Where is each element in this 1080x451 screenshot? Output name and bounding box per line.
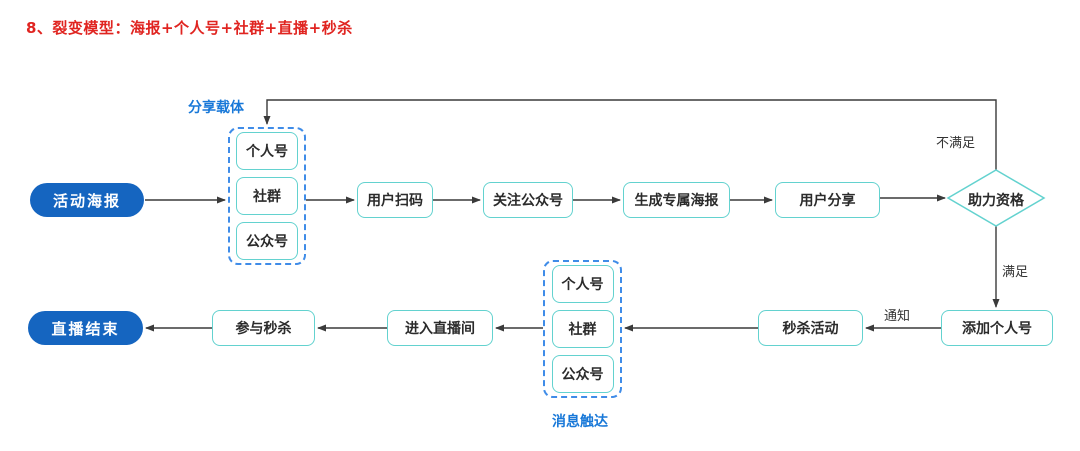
node-flash-sale: 秒杀活动 — [758, 310, 863, 346]
branch-label-not-satisfied: 不满足 — [936, 136, 976, 151]
node-start-activity-poster: 活动海报 — [30, 183, 144, 217]
carrier-group-bottom-label: 消息触达 — [552, 414, 608, 430]
carrier-item-personal: 个人号 — [236, 132, 298, 170]
node-add-personal: 添加个人号 — [941, 310, 1053, 346]
carrier-group-bottom: 个人号 社群 公众号 — [543, 260, 622, 398]
node-enter-live: 进入直播间 — [387, 310, 493, 346]
carrier-group-top-label: 分享载体 — [188, 100, 244, 116]
branch-label-satisfied: 满足 — [1002, 265, 1029, 280]
decision-label: 助力资格 — [968, 193, 1024, 209]
node-user-scan: 用户扫码 — [357, 182, 433, 218]
node-end-live-finished: 直播结束 — [28, 311, 143, 345]
carrier-item-official: 公众号 — [236, 222, 298, 260]
node-generate-poster: 生成专属海报 — [623, 182, 730, 218]
carrier-group-top: 个人号 社群 公众号 — [228, 127, 306, 265]
node-join-seckill: 参与秒杀 — [212, 310, 315, 346]
notify-label: 通知 — [884, 309, 911, 324]
decision-diamond-shape — [946, 169, 1046, 227]
node-user-share: 用户分享 — [775, 182, 880, 218]
carrier-item-community: 社群 — [236, 177, 298, 215]
reach-item-community: 社群 — [551, 310, 614, 348]
reach-item-personal: 个人号 — [551, 265, 614, 303]
node-follow-official: 关注公众号 — [483, 182, 573, 218]
reach-item-official: 公众号 — [551, 355, 614, 393]
page-title: 8、裂变模型：海报+个人号+社群+直播+秒杀 — [26, 19, 353, 37]
connector-decision-loopback — [263, 99, 997, 170]
